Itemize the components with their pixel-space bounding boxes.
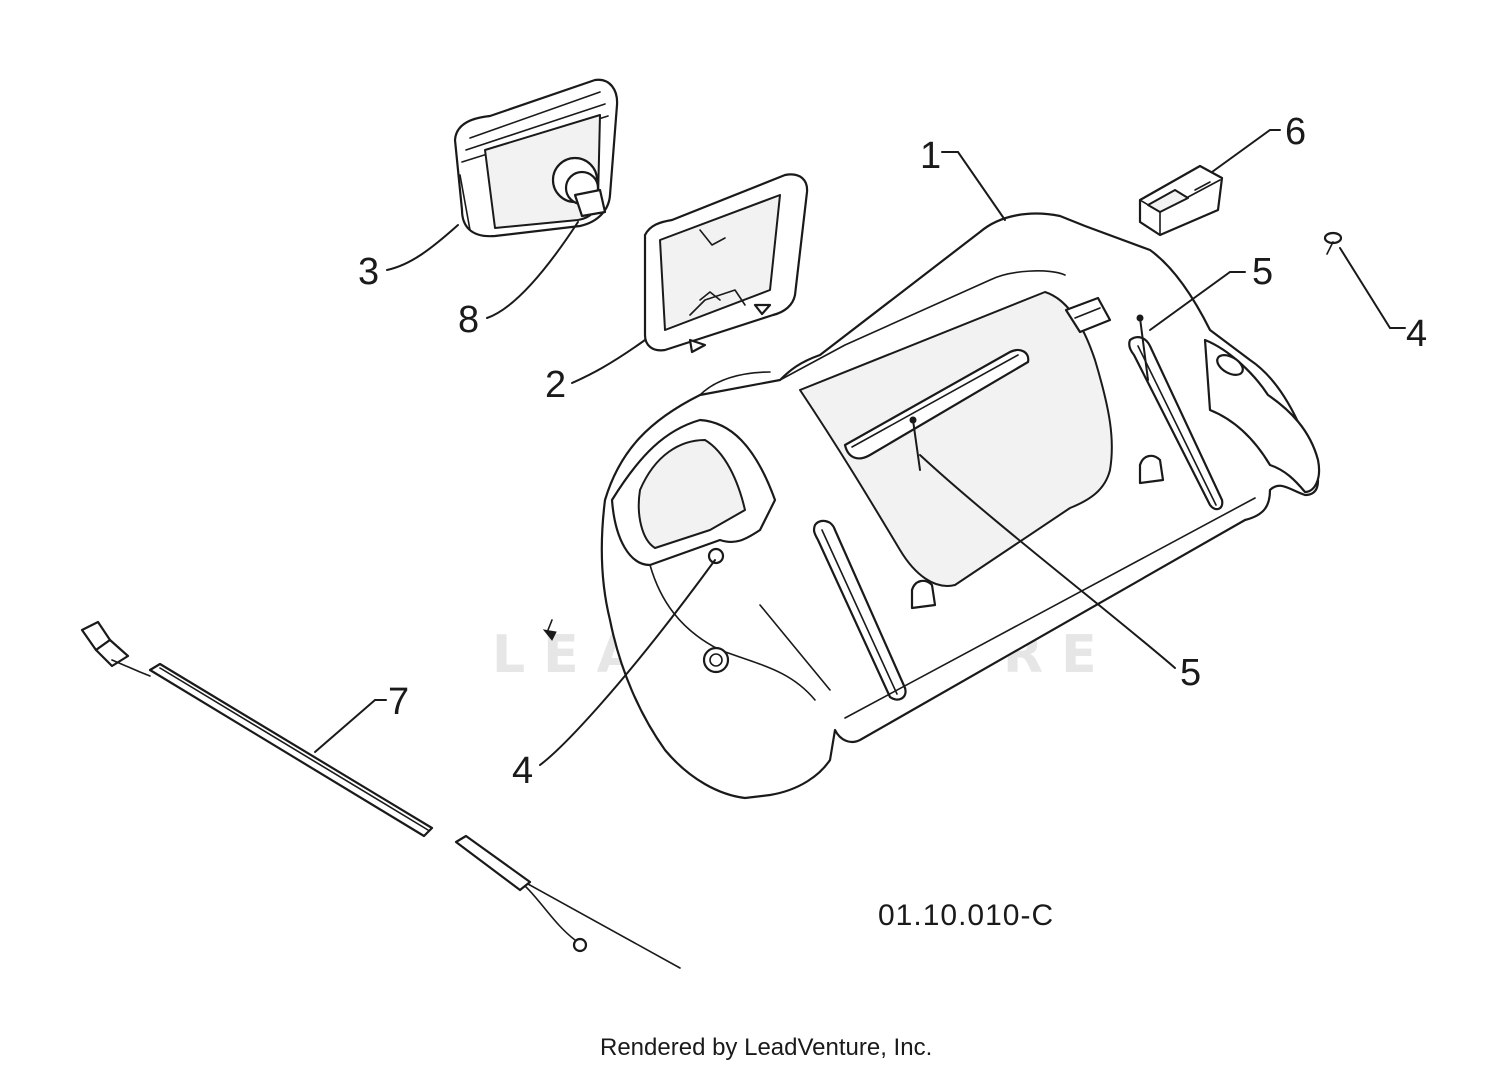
leader-5b <box>919 454 1176 669</box>
part-6-switch <box>1138 164 1224 237</box>
callout-3: 3 <box>358 251 379 293</box>
callout-4-right: 4 <box>1406 313 1427 355</box>
part-5-clip-center <box>909 416 921 471</box>
callout-5-lower: 5 <box>1180 652 1201 694</box>
callout-4-left: 4 <box>512 750 533 792</box>
callout-7: 7 <box>388 681 409 723</box>
callout-6: 6 <box>1285 111 1306 153</box>
part-7-harness <box>80 620 681 969</box>
leader-8 <box>486 221 579 319</box>
part-2-bezel <box>643 173 809 354</box>
diagram-code: 01.10.010-C <box>878 899 1054 932</box>
leader-6 <box>1211 129 1281 173</box>
leader-5a <box>1149 271 1246 331</box>
leader-4a <box>1339 247 1406 329</box>
leader-lines <box>314 129 1406 766</box>
leader-4b <box>539 559 716 766</box>
leader-1 <box>941 151 1006 221</box>
callout-1: 1 <box>920 135 941 177</box>
callout-8: 8 <box>458 299 479 341</box>
part-3-lamp <box>453 78 619 238</box>
callouts: 1 2 3 4 4 5 5 6 7 8 <box>358 111 1427 792</box>
part-5-clip-right <box>1136 314 1149 381</box>
footer-credit: Rendered by LeadVenture, Inc. <box>600 1034 932 1061</box>
part-1-hood <box>542 212 1321 800</box>
leader-3 <box>386 224 459 271</box>
leader-7 <box>314 699 387 753</box>
part-4-screw <box>1323 231 1343 255</box>
callout-2: 2 <box>545 364 566 406</box>
leader-2 <box>571 339 646 384</box>
callout-5-upper: 5 <box>1252 251 1273 293</box>
